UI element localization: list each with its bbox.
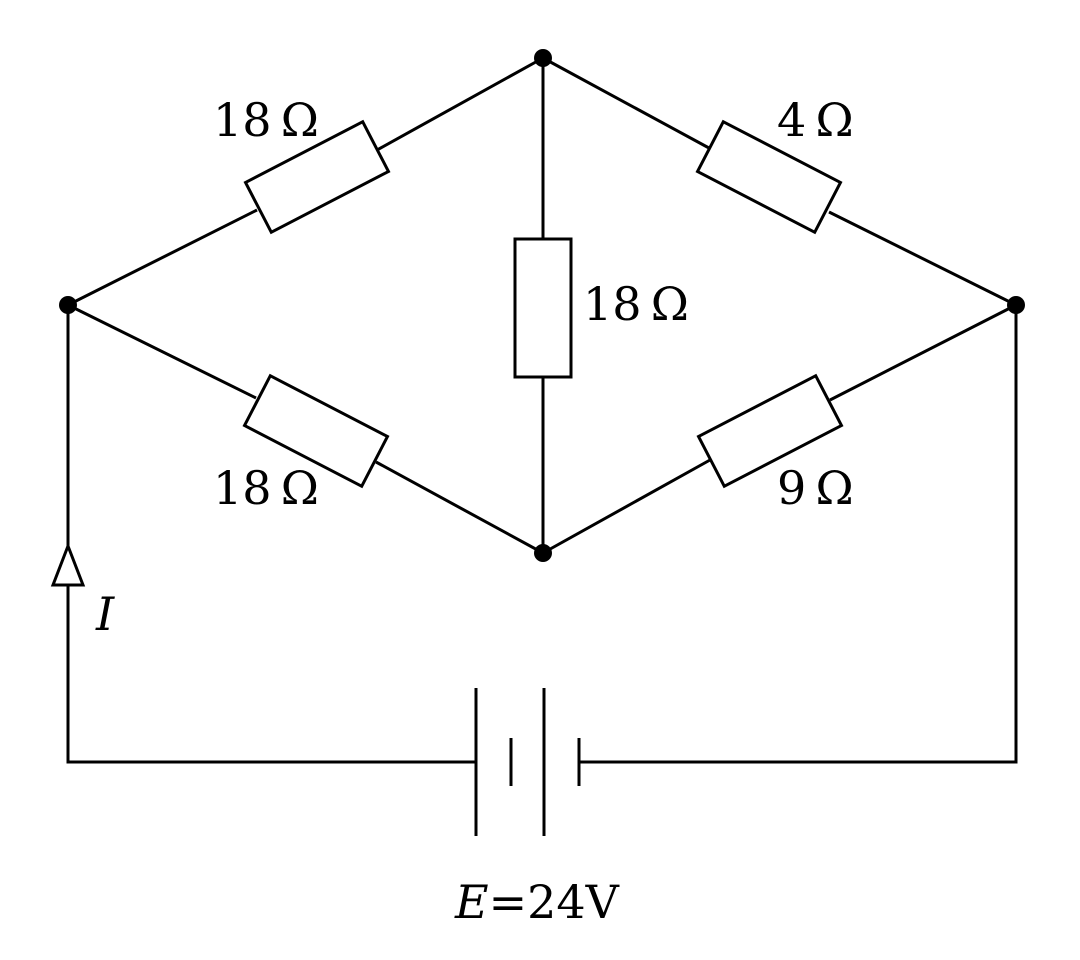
label-current: I xyxy=(95,587,115,641)
battery xyxy=(474,688,581,836)
resistor-bottom-left xyxy=(242,373,390,489)
label-source-equals: = xyxy=(489,875,528,929)
wire-left-to-top-left-resistor xyxy=(67,208,258,307)
label-source-symbol: E xyxy=(454,875,489,929)
resistor-bottom-right xyxy=(696,373,844,489)
labels: 18 Ω 4 Ω 18 Ω 18 Ω 9 Ω I E=24V xyxy=(95,93,854,929)
label-resistor-top-left: 18 Ω xyxy=(213,93,319,147)
node-bottom xyxy=(534,544,552,562)
label-source-value: 24V xyxy=(527,875,620,929)
resistors xyxy=(242,119,844,489)
resistor-top-left xyxy=(243,119,391,235)
resistor-middle xyxy=(513,237,573,379)
wire-arrow-to-battery xyxy=(66,585,476,764)
resistor-top-right xyxy=(695,119,843,235)
wires xyxy=(66,56,1018,764)
node-top xyxy=(534,49,552,67)
current-arrow-icon xyxy=(50,541,86,587)
wire-bottom-to-bottom-right-resistor xyxy=(542,458,711,555)
wire-left-to-bottom-left-resistor xyxy=(67,303,257,400)
wire-right-node-to-battery xyxy=(580,305,1018,764)
wire-bottom-left-resistor-to-bottom xyxy=(375,460,544,555)
wire-bottom-right-resistor-to-right xyxy=(829,303,1017,402)
label-resistor-bottom-right: 9 Ω xyxy=(777,461,854,515)
node-right xyxy=(1007,296,1025,314)
wire-top-left-resistor-to-top xyxy=(376,56,544,152)
nodes xyxy=(59,49,1025,562)
label-source: E=24V xyxy=(454,875,620,929)
wire-top-right-resistor-to-right xyxy=(828,210,1017,307)
node-left xyxy=(59,296,77,314)
label-resistor-bottom-left: 18 Ω xyxy=(213,461,319,515)
wire-top-to-top-right-resistor xyxy=(542,56,710,150)
label-resistor-top-right: 4 Ω xyxy=(777,93,854,147)
label-resistor-middle: 18 Ω xyxy=(583,277,689,331)
